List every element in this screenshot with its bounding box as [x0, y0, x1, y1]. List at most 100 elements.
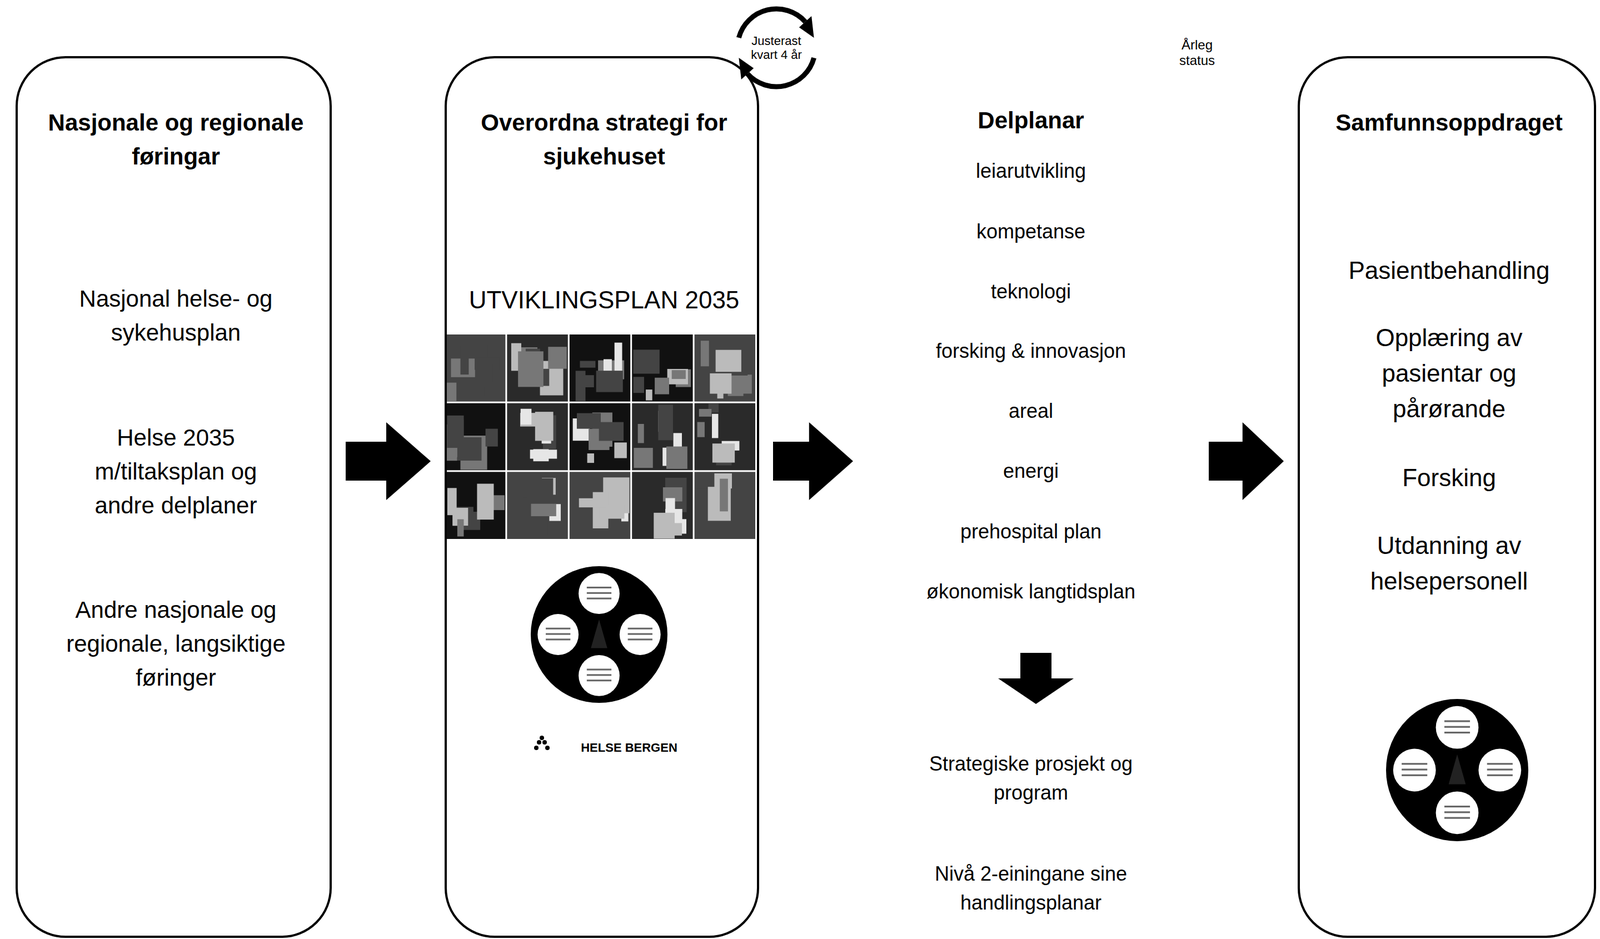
photo-detail	[596, 370, 623, 393]
photo-detail	[653, 512, 675, 540]
photo-detail	[576, 413, 601, 430]
photo-detail	[633, 376, 645, 393]
photo-tile	[506, 334, 568, 402]
photo-collage	[444, 334, 756, 540]
wheel-text-line	[1444, 805, 1470, 808]
photo-detail	[599, 422, 624, 442]
guideline-box: Nasjonale og regionale føringarNasjonal …	[15, 56, 332, 939]
photo-detail	[457, 519, 465, 537]
photo-tile	[506, 471, 568, 540]
photo-tile	[694, 403, 756, 471]
photo-detail	[530, 504, 556, 517]
box-heading: Delplanar	[919, 103, 1143, 138]
status-note: Årleg status	[1172, 37, 1223, 68]
box-text: Helse 2035 m/tiltaksplan og andre delpla…	[65, 421, 288, 523]
wheel-text-line	[627, 638, 653, 641]
wheel-text-line	[1487, 768, 1513, 771]
photo-detail	[614, 342, 623, 372]
logo-dot	[539, 735, 545, 741]
photo-detail	[580, 361, 596, 368]
wheel-bubble	[578, 655, 620, 697]
photo-detail	[517, 351, 544, 387]
photo-detail	[475, 364, 493, 382]
wheel-text-line	[1444, 731, 1470, 734]
photo-detail	[533, 449, 550, 462]
wheel-text-line	[586, 597, 612, 600]
photo-tile	[506, 403, 568, 471]
box-heading: Samfunnsoppdraget	[1310, 106, 1589, 141]
wheel-bubble	[578, 572, 620, 615]
logo-dot	[534, 745, 539, 751]
box-text: Opplæring av pasientar og pårørande	[1346, 320, 1553, 427]
photo-detail	[658, 404, 674, 441]
wheel-text-line	[586, 674, 612, 676]
photo-detail	[671, 370, 686, 380]
block-arrow	[345, 422, 431, 501]
photo-tile	[569, 471, 631, 540]
logo-dot	[545, 745, 550, 751]
box-text: Utdanning av helsepersonell	[1346, 527, 1553, 600]
photo-detail	[520, 409, 532, 426]
wheel-text-line	[1487, 763, 1513, 765]
wheel-bubble	[1436, 791, 1479, 835]
strategy-wheel	[530, 566, 1529, 842]
box-text: økonomisk langtidsplan	[875, 577, 1187, 607]
wheel-text-line	[586, 586, 612, 589]
wheel-text-line	[545, 633, 571, 636]
wheel-text-line	[586, 679, 612, 682]
wheel-text-line	[1444, 720, 1470, 722]
photo-detail	[717, 382, 724, 399]
photo-detail	[715, 350, 742, 372]
photo-tile	[694, 471, 756, 540]
wheel-text-line	[586, 669, 612, 671]
photo-detail	[699, 409, 712, 417]
photo-detail	[667, 369, 689, 385]
wheel-text-line	[1444, 726, 1470, 729]
box-heading: Overordna strategi for sjukehuset	[470, 106, 738, 174]
photo-detail	[633, 447, 653, 468]
strategy-box: Overordna strategi for sjukehusetUTVIKLI…	[444, 56, 760, 939]
photo-detail	[458, 387, 485, 397]
wheel-text-line	[586, 592, 612, 595]
photo-detail	[509, 495, 524, 513]
photo-tile	[631, 403, 693, 471]
wheel-text-line	[1401, 768, 1428, 771]
photo-detail	[460, 346, 470, 375]
photo-detail	[654, 377, 670, 395]
photo-detail	[666, 446, 688, 470]
mission-box: SamfunnsoppdragetPasientbehandlingOpplær…	[1297, 56, 1597, 939]
photo-tile	[444, 403, 506, 471]
photo-detail	[637, 424, 645, 443]
photo-tile	[631, 471, 693, 540]
photo-tile	[569, 334, 631, 402]
box-text: forsking & innovasjon	[880, 336, 1181, 366]
photo-detail	[614, 442, 627, 458]
photo-tile	[694, 334, 756, 402]
wheel-disc	[1386, 699, 1529, 842]
box-heading: Nasjonale og regionale føringar	[42, 106, 310, 174]
photo-detail	[446, 415, 464, 448]
box-text: kompetanse	[880, 217, 1181, 247]
wheel-bubble	[619, 614, 661, 656]
box-text: HELSE BERGEN	[556, 739, 702, 757]
photo-detail	[547, 346, 567, 369]
box-text: leiarutvikling	[880, 156, 1181, 186]
photo-tile	[444, 471, 506, 540]
box-text: UTVIKLINGSPLAN 2035	[454, 282, 755, 318]
photo-detail	[700, 340, 710, 367]
box-text: teknologi	[880, 277, 1181, 307]
photo-detail	[587, 453, 595, 463]
box-text: areal	[880, 396, 1181, 426]
logo-dots	[534, 735, 550, 751]
plan-column: Delplanar leiarutvikling kompetanse teknolo…	[866, 56, 1195, 939]
down-arrow	[998, 653, 1074, 705]
cycle-arc	[747, 57, 815, 87]
photo-detail	[712, 443, 735, 463]
wheel-text-line	[627, 627, 653, 630]
photo-tile	[631, 334, 693, 402]
photo-tile	[569, 403, 631, 471]
wheel-text-line	[1444, 816, 1470, 819]
wheel-text-line	[1444, 811, 1470, 814]
wheel-bubble	[537, 614, 579, 656]
wheel-figure	[1448, 754, 1467, 785]
